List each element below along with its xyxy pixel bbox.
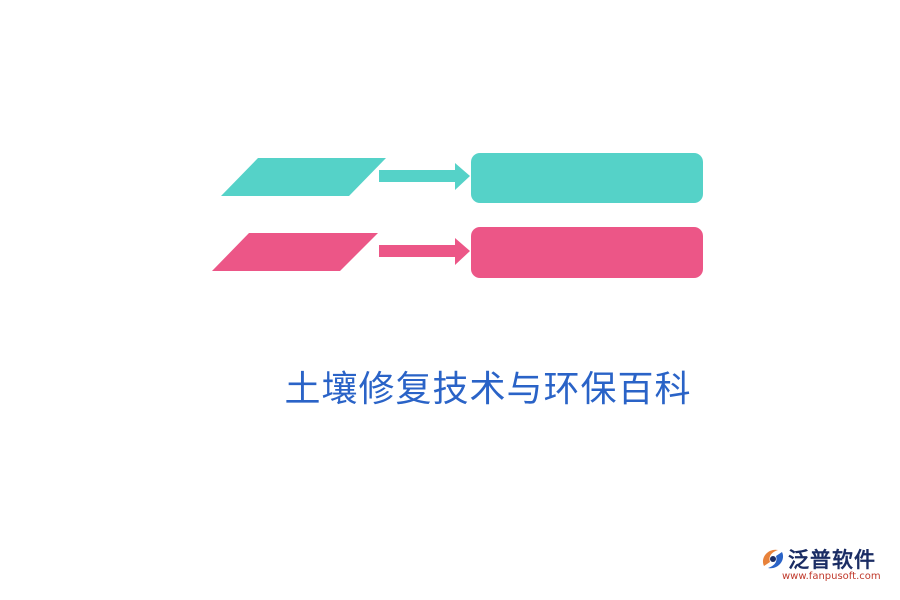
teal-box — [471, 153, 703, 203]
brand-name: 泛普软件 — [788, 548, 876, 572]
pink-box — [471, 227, 703, 278]
pink-arrow — [379, 238, 470, 265]
teal-parallelogram — [221, 158, 386, 196]
teal-arrow — [379, 163, 470, 190]
page-title: 土壤修复技术与环保百科 — [284, 369, 692, 410]
pink-parallelogram — [212, 233, 378, 271]
brand-logo[interactable]: 泛普软件 www.fanpusoft.com — [758, 544, 888, 584]
fanpu-swirl-logo-icon — [762, 549, 784, 569]
brand-url: www.fanpusoft.com — [782, 571, 881, 582]
